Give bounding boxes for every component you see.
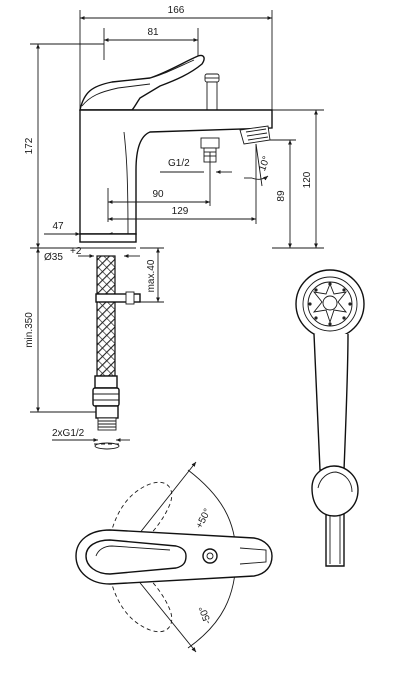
hose-thread-label: 2xG1/2 bbox=[52, 428, 85, 439]
top-lever-detail bbox=[95, 545, 171, 557]
body-contour-line bbox=[123, 131, 129, 235]
dim-total-height: 172 bbox=[24, 43, 104, 248]
dim-spout-angle: 10° bbox=[244, 143, 273, 188]
dim-hose-threads: 2xG1/2 bbox=[52, 428, 130, 443]
dim-max-deck: max.40 bbox=[140, 247, 164, 303]
top-diverter bbox=[202, 548, 218, 564]
dim-90-label: 90 bbox=[152, 189, 164, 200]
dim-body-height: 120 bbox=[272, 109, 324, 249]
top-lever bbox=[85, 539, 187, 575]
rotation-minus-label: -50° bbox=[197, 604, 214, 625]
lever-detail-line bbox=[149, 59, 195, 79]
dim-min-hose: min.350 bbox=[24, 247, 96, 413]
dim-overall-width: 166 bbox=[80, 5, 272, 21]
braided-hose bbox=[96, 255, 116, 377]
dim-81-label: 81 bbox=[147, 27, 159, 38]
dim-172-label: 172 bbox=[24, 137, 35, 154]
hand-shower bbox=[295, 269, 365, 567]
fixing-bracket bbox=[95, 291, 141, 305]
spout-outlet bbox=[239, 125, 271, 145]
dim-outlet-thread: G1/2 bbox=[160, 158, 232, 175]
g12-label: G1/2 bbox=[168, 158, 190, 169]
dim-lever-width: 81 bbox=[104, 27, 198, 43]
top-spout bbox=[239, 547, 267, 565]
shower-holder bbox=[311, 465, 359, 567]
lever-detail-line bbox=[81, 83, 151, 107]
angle-10-label: 10° bbox=[257, 155, 273, 173]
shower-head bbox=[295, 269, 365, 339]
dim-89-label: 89 bbox=[276, 190, 287, 202]
dim-reach-129: 129 bbox=[108, 188, 257, 224]
dim-reach-90: 90 bbox=[107, 152, 211, 222]
top-view: +50° -50° bbox=[75, 461, 273, 653]
dim-129-label: 129 bbox=[172, 206, 189, 217]
diameter-label: Ø35 bbox=[44, 252, 63, 263]
diameter-tolerance: +2 bbox=[70, 246, 82, 257]
hose-fittings bbox=[92, 375, 120, 450]
dim-120-label: 120 bbox=[302, 171, 313, 188]
shower-handle bbox=[313, 333, 349, 471]
dim-base-diameter: Ø35 +2 bbox=[44, 246, 140, 263]
shower-nozzles bbox=[308, 282, 352, 326]
dim-166-label: 166 bbox=[168, 5, 185, 16]
base-escutcheon bbox=[74, 233, 137, 249]
min-350-label: min.350 bbox=[24, 312, 35, 348]
max-40-label: max.40 bbox=[146, 259, 157, 292]
dim-47-label: 47 bbox=[52, 221, 64, 232]
diverter-knob bbox=[204, 73, 220, 111]
dim-spout-height: 89 bbox=[270, 139, 296, 248]
side-elevation: 166 81 bbox=[24, 5, 324, 450]
rotation-plus-label: +50° bbox=[194, 507, 214, 531]
